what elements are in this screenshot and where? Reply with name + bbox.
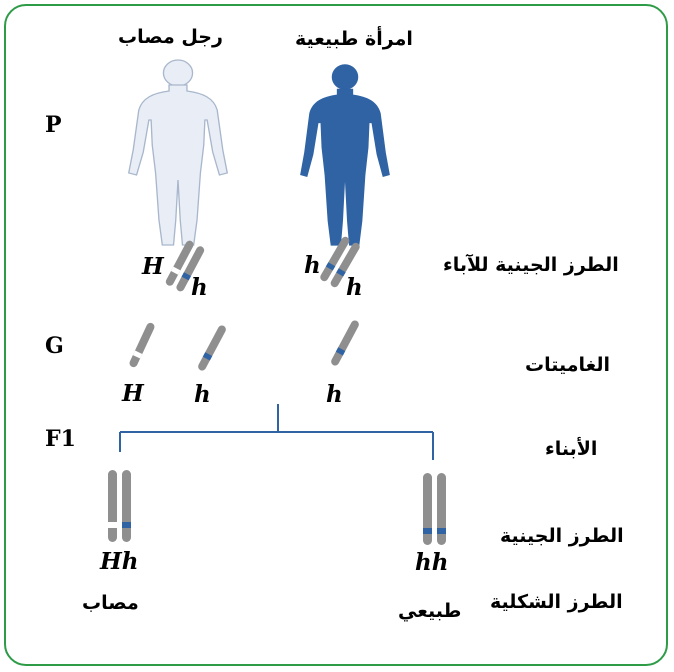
child-1-phenotype: مصاب [82, 592, 139, 614]
affected-man-label: رجل مصاب [118, 26, 223, 48]
gametes-label: الغاميتات [525, 354, 610, 376]
gamete-chromosome-2 [197, 324, 228, 372]
child-2-phenotype: طبيعي [398, 600, 461, 622]
man-allele-right: h [191, 274, 208, 301]
gamete-allele-3: h [326, 381, 343, 408]
normal-woman-figure [300, 64, 390, 245]
generation-p-label: P [45, 112, 62, 138]
man-allele-left: H [142, 253, 164, 280]
cross-lines [120, 404, 433, 460]
gamete-allele-1: H [122, 380, 144, 407]
gamete-chromosome-3 [330, 319, 361, 367]
woman-allele-left: h [304, 252, 321, 279]
gamete-chromosome-1 [128, 322, 156, 369]
child-2-genotype: hh [415, 549, 448, 576]
offspring-label: الأبناء [545, 438, 597, 460]
child-2-chromosome-pair [423, 473, 446, 545]
phenotype-label: الطرز الشكلية [490, 591, 623, 613]
generation-f1-label: F1 [45, 426, 76, 452]
child-1-chromosome-pair [108, 470, 131, 542]
normal-woman-label: امرأة طبيعية [295, 28, 413, 50]
genotype-label: الطرز الجينية [500, 525, 624, 547]
gamete-allele-2: h [194, 381, 211, 408]
affected-man-figure [129, 60, 228, 245]
woman-allele-right: h [346, 274, 363, 301]
child-1-genotype: Hh [100, 548, 138, 575]
parents-genotype-label: الطرز الجينية للآباء [443, 254, 619, 276]
generation-g-label: G [45, 333, 64, 359]
